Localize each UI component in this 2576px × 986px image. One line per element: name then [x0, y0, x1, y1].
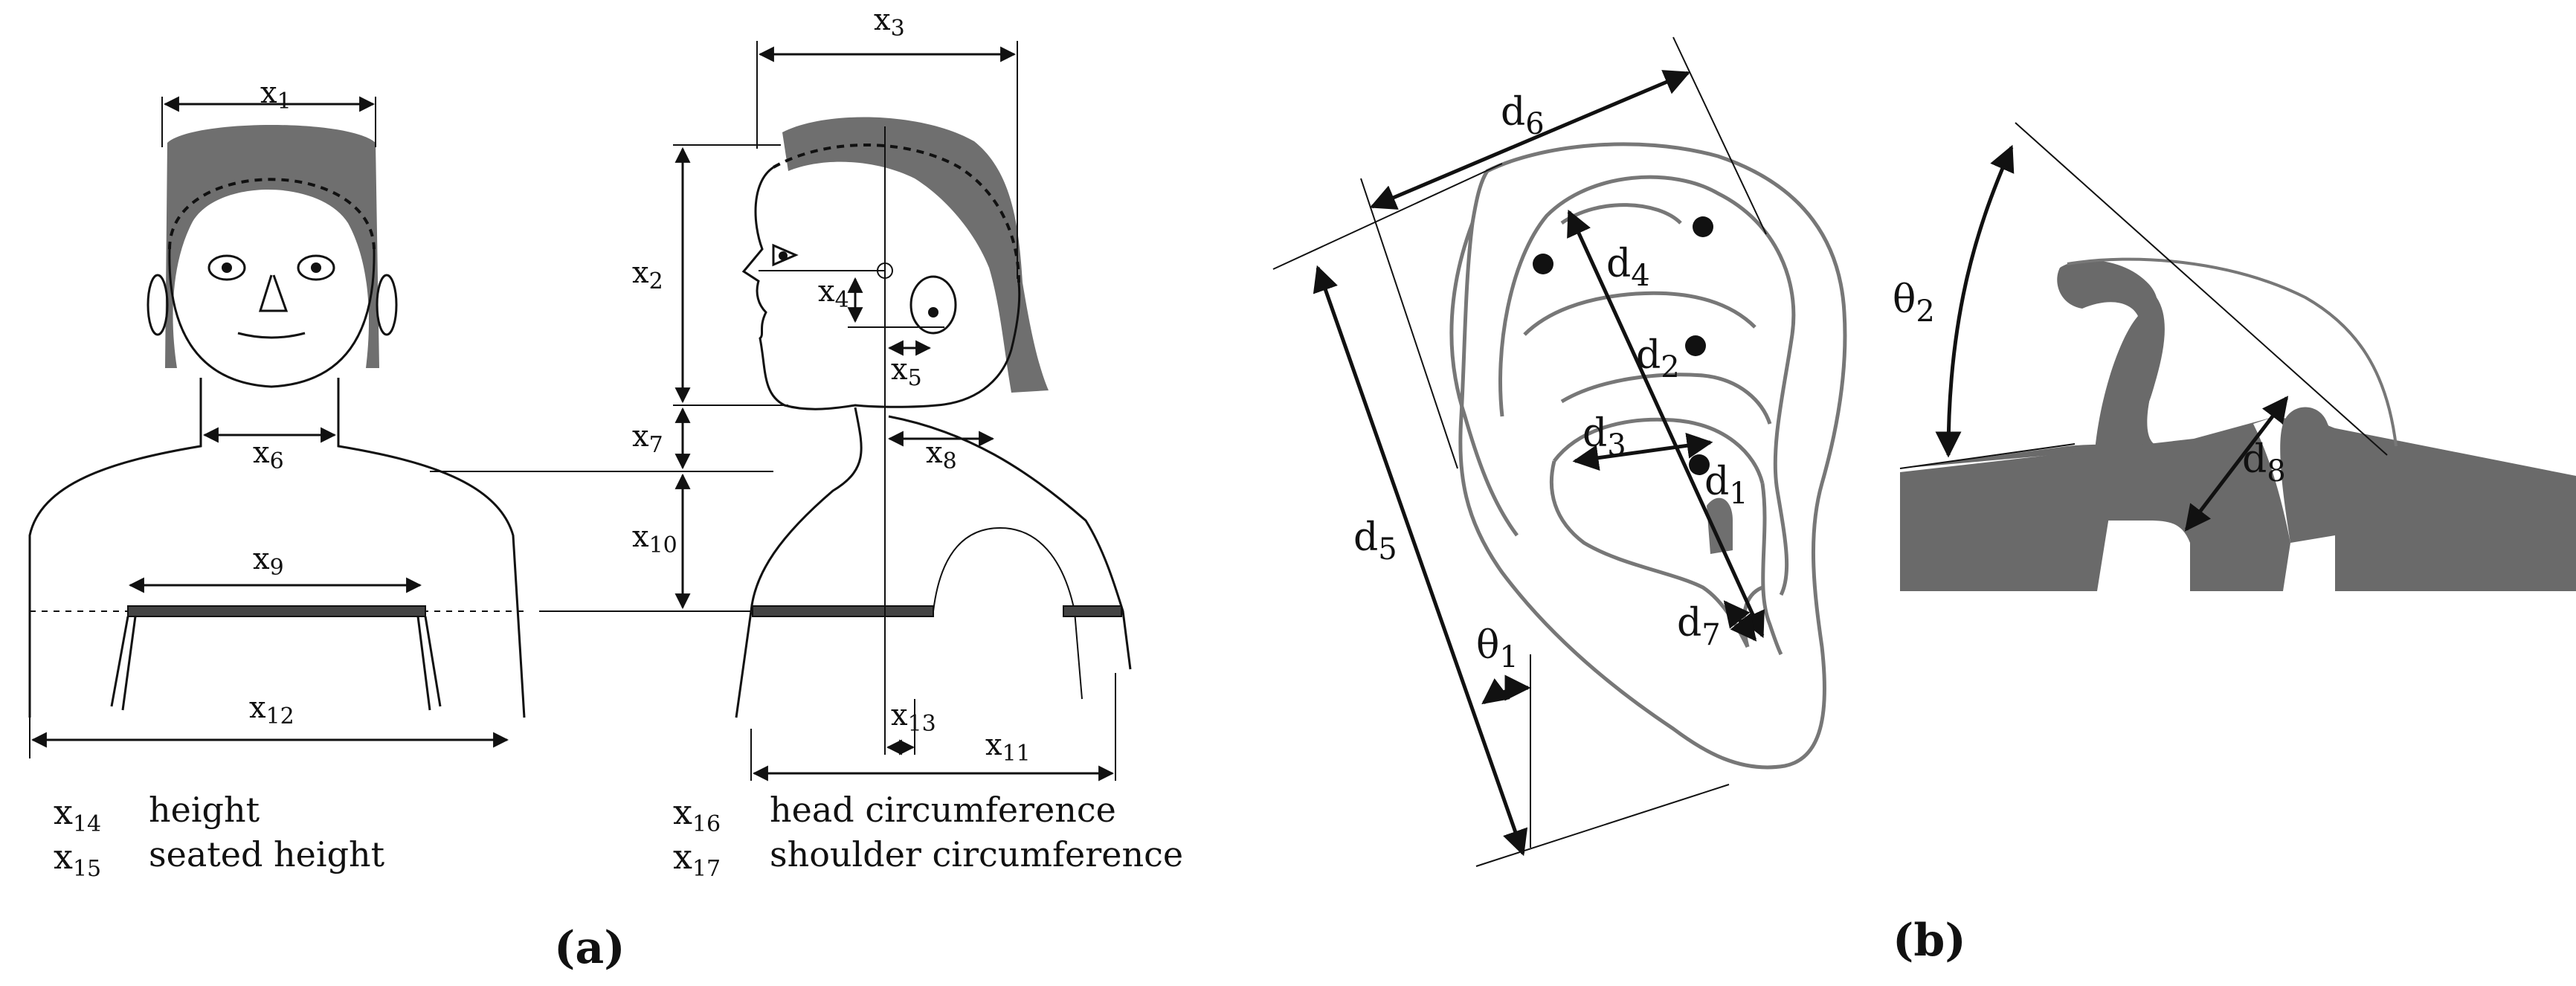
label-d6: d6: [1501, 90, 1545, 141]
legend-x15-symbol: x15: [54, 837, 101, 882]
caption-a: (a): [554, 922, 625, 974]
label-x8: x8: [926, 436, 957, 474]
legend-x17-symbol: x17: [673, 837, 721, 882]
label-d5: d5: [1353, 515, 1397, 567]
caption-b: (b): [1893, 915, 1966, 967]
label-x7: x7: [632, 419, 663, 458]
label-x9: x9: [253, 542, 284, 581]
panel-a-labels: x1 x3 x2 x4 x5 x6 x7 x8 x9 x10 x11 x12 x…: [249, 3, 1031, 767]
label-d7: d7: [1677, 601, 1721, 652]
label-theta1: θ1: [1476, 623, 1519, 674]
label-x1: x1: [260, 76, 292, 115]
label-x13: x13: [891, 698, 936, 737]
front-view-figure: [28, 96, 528, 758]
label-theta2: θ2: [1893, 277, 1935, 329]
measurement-legend: x14 height x15 seated height x16 head ci…: [54, 790, 1183, 882]
label-d4: d4: [1606, 242, 1650, 293]
label-x5: x5: [891, 352, 922, 391]
label-d2: d2: [1636, 333, 1680, 384]
label-x10: x10: [632, 520, 677, 558]
label-x3: x3: [874, 3, 905, 42]
legend-x14-text: height: [149, 790, 260, 830]
legend-x17-text: shoulder circumference: [770, 834, 1183, 874]
label-d3: d3: [1582, 411, 1626, 463]
label-x2: x2: [632, 256, 663, 294]
ear-cross-section: [1899, 122, 2576, 591]
label-x4: x4: [818, 274, 849, 313]
label-x11: x11: [985, 728, 1031, 767]
legend-x15-text: seated height: [149, 834, 385, 874]
label-d8: d8: [2242, 437, 2286, 489]
label-x6: x6: [253, 436, 284, 474]
panel-b-labels: d6 d4 d2 d3 d1 d5 d7 θ1 θ2 d8: [1353, 90, 2286, 674]
label-x12: x12: [249, 691, 294, 729]
label-d1: d1: [1704, 460, 1748, 511]
legend-x16-symbol: x16: [673, 792, 721, 837]
side-view-figure: [430, 41, 1132, 782]
legend-x16-text: head circumference: [770, 790, 1116, 830]
legend-x14-symbol: x14: [54, 792, 101, 837]
ear-figure: [1272, 36, 1847, 867]
